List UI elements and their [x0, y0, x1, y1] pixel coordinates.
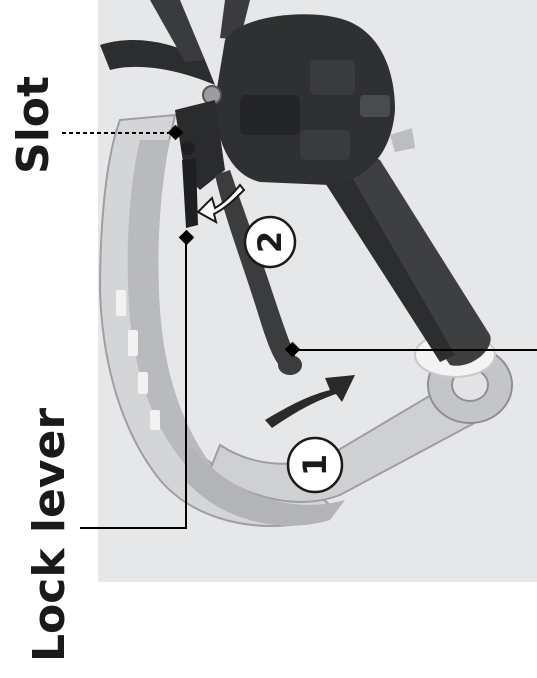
mirror-stem [150, 0, 205, 62]
handguard-bracket-shadow [185, 445, 345, 526]
switch-button [300, 130, 350, 160]
switch-button [360, 95, 390, 117]
handguard-vent [128, 330, 138, 356]
lock-lever-label: Lock lever [24, 407, 75, 662]
lever-tip [278, 355, 302, 375]
handguard-vent [138, 372, 148, 394]
step2-marker: 2 [243, 215, 297, 269]
step1-marker: 1 [286, 436, 344, 494]
small-lever [390, 128, 415, 152]
grip-shadow [320, 165, 455, 362]
handguard-vent [116, 290, 126, 316]
step2-number: 2 [251, 231, 289, 253]
slot-knob [181, 141, 195, 155]
slot-label: Slot [8, 75, 59, 174]
handguard-vent [150, 410, 160, 430]
slot-leader-marker [167, 124, 184, 141]
step1-arrow [265, 375, 355, 428]
handguard-inner-rib [127, 140, 215, 475]
brake-lever [215, 170, 298, 370]
lock-lever [182, 158, 198, 228]
step1-number: 1 [296, 454, 334, 476]
switch-block [240, 95, 300, 135]
lock-lever-leader-marker [178, 229, 195, 246]
step2-arrow [196, 183, 246, 224]
switch-button [310, 60, 355, 95]
lock-lever-leader-line [80, 238, 187, 529]
